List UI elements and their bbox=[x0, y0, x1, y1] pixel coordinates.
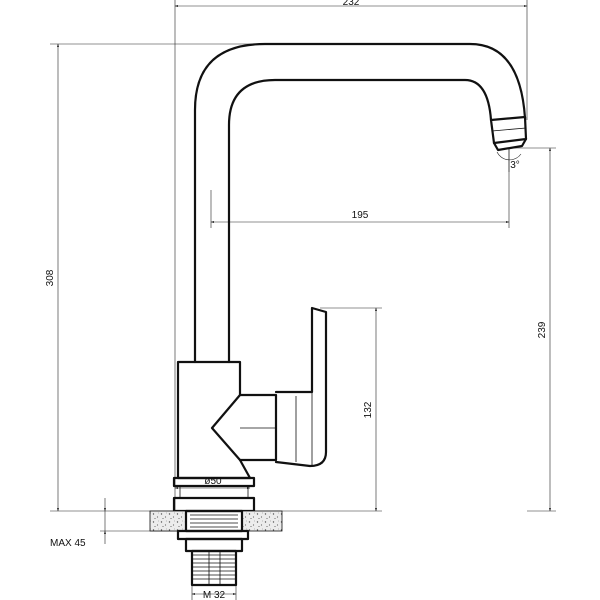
dimension-labels: 232 308 195 239 132 ø50 MAX 45 M 32 3° bbox=[45, 0, 548, 600]
mounting-shank bbox=[176, 509, 250, 587]
dim-max-thickness: MAX 45 bbox=[50, 538, 86, 549]
dim-overall-height: 308 bbox=[45, 269, 56, 286]
dim-body-height: 132 bbox=[363, 401, 374, 418]
faucet-spout bbox=[193, 42, 528, 364]
dim-reach: 195 bbox=[352, 210, 369, 221]
countertop-section bbox=[149, 510, 283, 532]
dim-thread: M 32 bbox=[203, 590, 226, 600]
dim-overall-width: 232 bbox=[343, 0, 360, 8]
dimension-lines bbox=[50, 0, 556, 600]
dim-spout-height: 239 bbox=[537, 321, 548, 338]
dim-spout-angle: 3° bbox=[510, 160, 520, 171]
dim-body-diameter: ø50 bbox=[204, 476, 222, 487]
faucet-body bbox=[172, 306, 328, 513]
